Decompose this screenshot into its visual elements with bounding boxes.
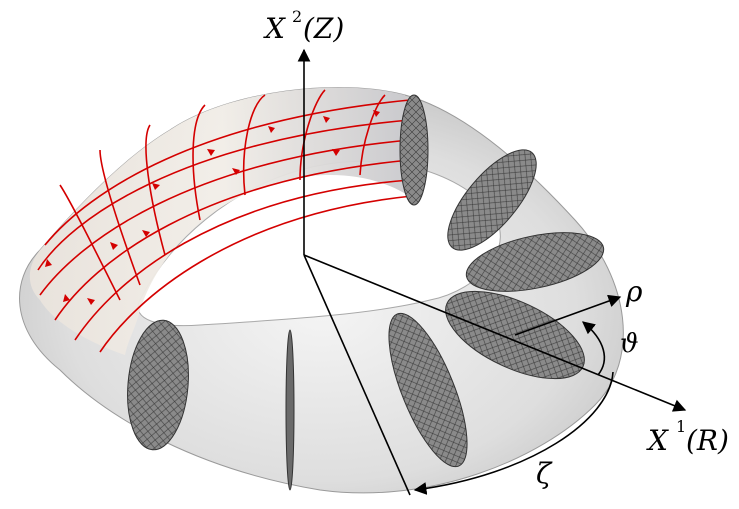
z-axis-label: X <box>263 12 286 45</box>
cross-section-disc <box>399 94 429 206</box>
field-arrows <box>45 110 380 305</box>
field-line <box>39 139 411 296</box>
field-line <box>99 149 141 286</box>
z-axis-superscript: 2 <box>292 7 302 26</box>
magnetic-field-lines <box>37 89 413 353</box>
field-line <box>299 89 326 181</box>
field-line <box>44 99 411 246</box>
rho-axis <box>514 294 622 336</box>
r-axis-label: X <box>646 424 669 457</box>
axis-labels: X 2 (Z) X 1 (R) ρ ϑ ζ <box>263 7 729 490</box>
field-line <box>192 104 206 221</box>
rho-label: ρ <box>625 275 643 308</box>
field-line <box>74 179 411 341</box>
cross-section-disc <box>447 149 537 251</box>
r-axis <box>303 254 687 412</box>
zeta-label: ζ <box>536 457 553 490</box>
field-line <box>145 124 166 256</box>
zeta-arc <box>413 371 614 495</box>
cross-section-disc <box>127 319 189 451</box>
z-axis-paren: (Z) <box>303 12 344 45</box>
r-axis-paren: (R) <box>686 424 729 457</box>
r-axis-superscript: 1 <box>676 417 686 436</box>
field-line <box>242 94 266 196</box>
torus-body <box>19 87 624 494</box>
toroidal-reference-line <box>303 254 411 496</box>
field-line <box>359 94 386 176</box>
theta-arc <box>582 321 606 376</box>
field-line <box>59 184 121 301</box>
theta-label: ϑ <box>620 329 639 359</box>
cross-section-disc <box>465 232 605 292</box>
field-line <box>54 159 411 321</box>
field-line <box>99 195 413 353</box>
axes <box>297 48 687 496</box>
cross-section-disc <box>388 312 468 468</box>
cross-sections <box>127 94 605 491</box>
cross-section-disc <box>285 329 295 491</box>
